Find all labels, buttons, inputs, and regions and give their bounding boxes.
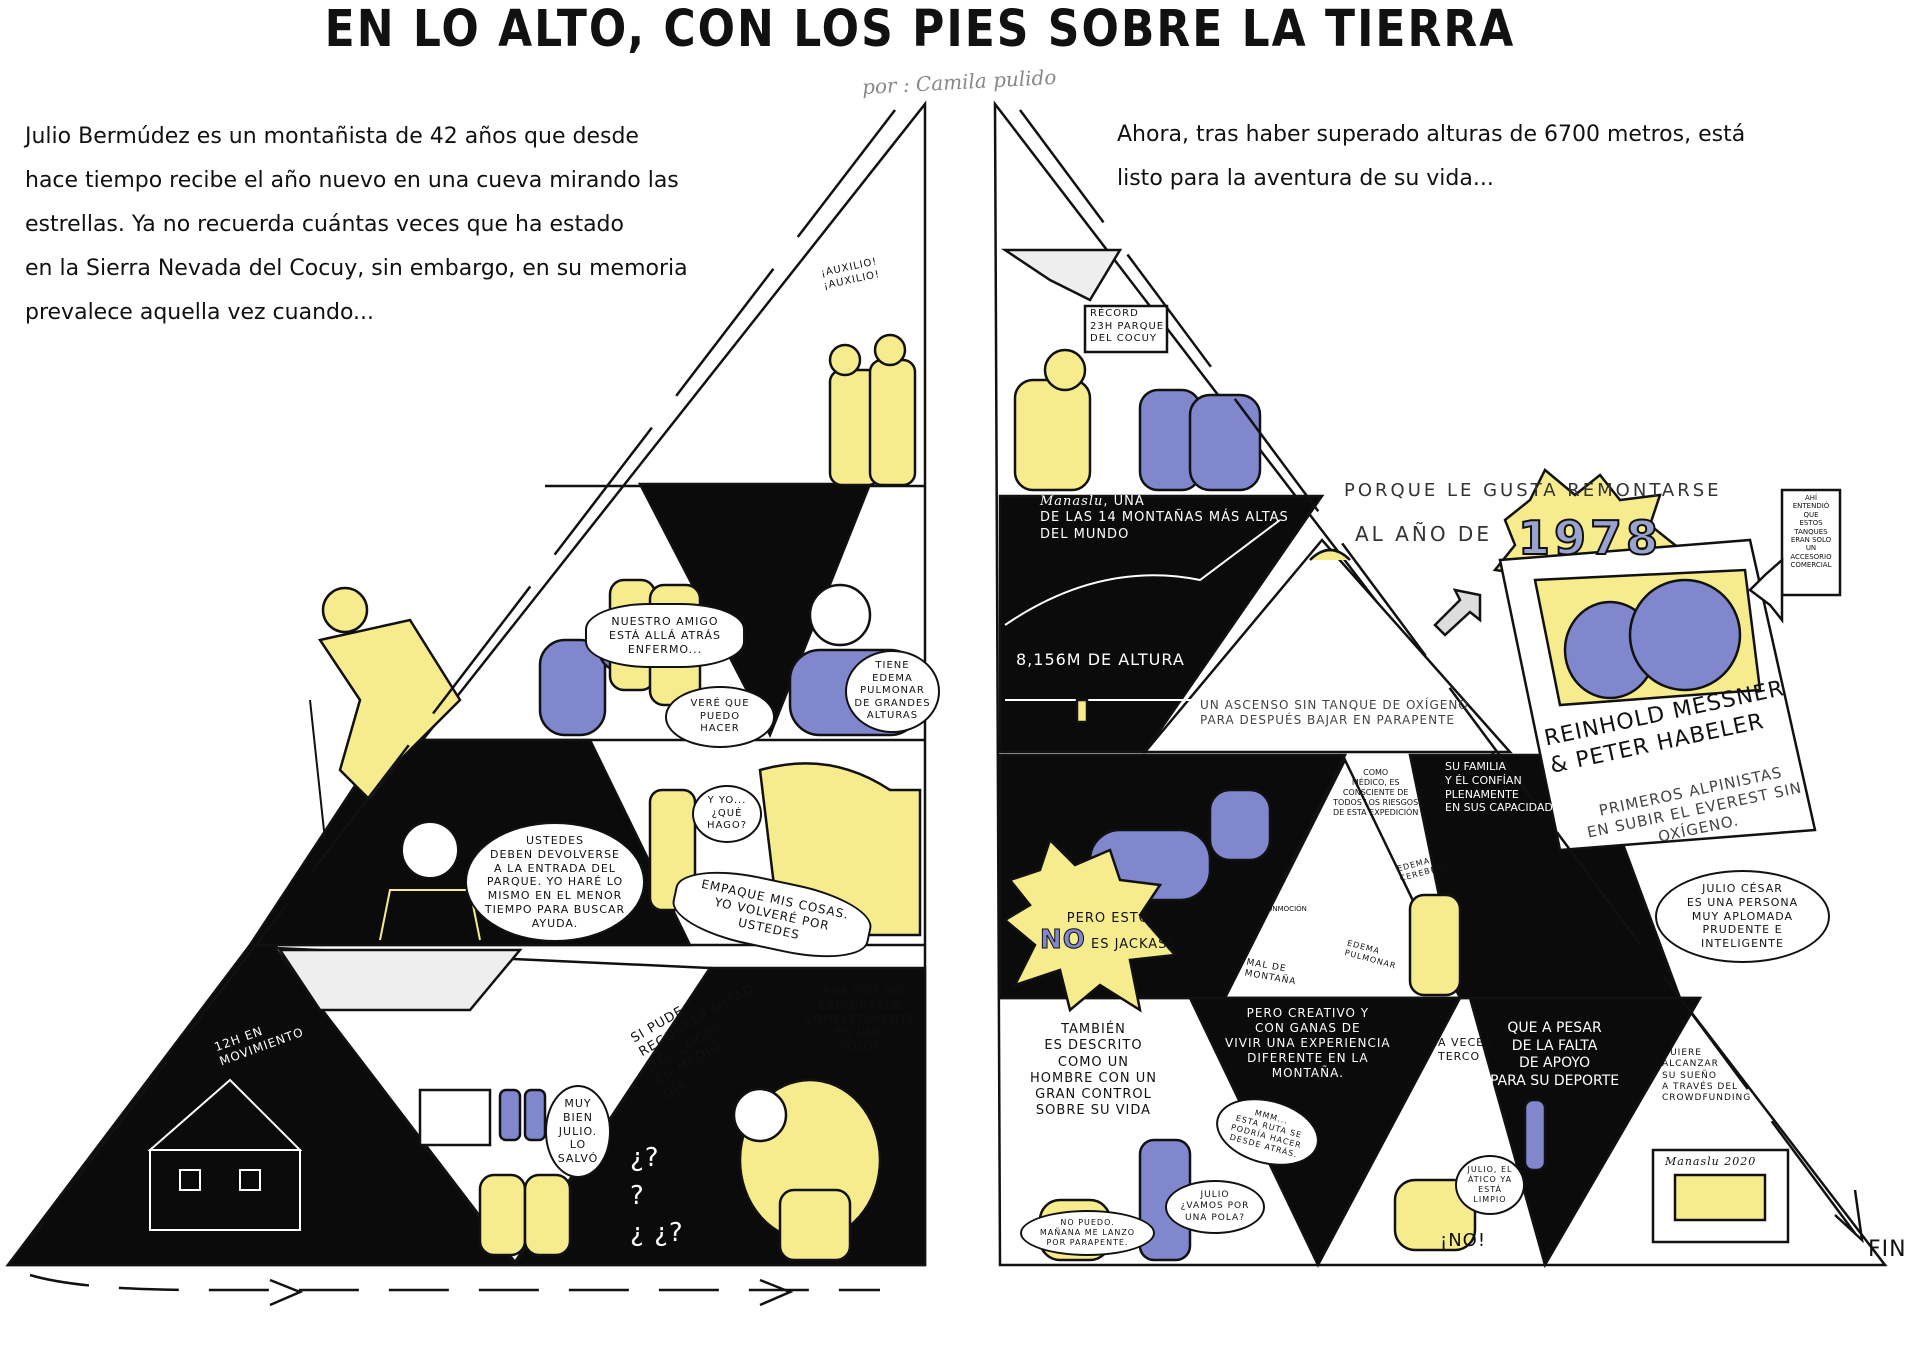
intro-left: Julio Bermúdez es un montañista de 42 añ… — [25, 124, 688, 325]
medico-caption: Como médico, es consciente de todos los … — [1333, 768, 1419, 817]
arrow-chevron-icon — [1834, 1189, 1864, 1244]
arrow-chevron-icon — [759, 1278, 794, 1307]
julio-cesar-bubble: Julio César es una persona muy aplomada … — [1655, 870, 1830, 963]
hikers-yellow — [828, 333, 917, 487]
manaslu-name: Manaslu — [1040, 494, 1104, 509]
record-sign: Récord 23h Parque del Cocuy — [1090, 308, 1165, 344]
jackass-text-1: Pero esto — [1066, 911, 1150, 926]
nuestro-amigo-bubble: Nuestro amigo está allá atrás enfermo... — [585, 603, 745, 669]
edema-bubble: Tiene edema pulmonar de grandes alturas — [845, 650, 940, 733]
tambien-caption: También es descrito como un hombre con u… — [1030, 1022, 1157, 1119]
tv-screen-label: Manaslu 2020 — [1665, 1155, 1757, 1168]
intro-right: Ahora, tras haber superado alturas de 67… — [1117, 122, 1746, 191]
rescuers — [418, 1088, 572, 1257]
path-arrow-line — [29, 1273, 880, 1292]
ascenso-caption: Un ascenso sin tanque de oxígeno para de… — [1200, 698, 1469, 727]
path-line — [1018, 109, 1862, 1241]
callout-arrow — [1748, 557, 1784, 624]
climber-yellow-right — [1013, 348, 1477, 1262]
porque-caption: Porque le gusta remontarse — [1344, 480, 1722, 501]
conmocion-label: Conmoción — [1262, 905, 1307, 913]
no-puedo-bubble: No puedo. Mañana me lanzo por parapente. — [1020, 1210, 1155, 1256]
tanks-note: Ahí entendió que estos tanques eran solo… — [1790, 494, 1832, 570]
fin-label: FIN — [1868, 1237, 1907, 1262]
photo-card — [1498, 538, 1817, 852]
jackass-text-2: es Jackass — [1091, 937, 1177, 953]
sign-board — [1083, 304, 1169, 354]
por-que-thought: ¿Por qué no explorarlo completamente en … — [805, 985, 916, 1053]
climber-yellow — [309, 586, 462, 841]
manaslu-text: , una de las 14 montañas más altas del m… — [1040, 494, 1289, 542]
jackass-burst — [1002, 837, 1178, 1013]
stars-strip — [277, 948, 523, 1012]
mountain-sketch — [1000, 248, 1123, 302]
quiere-caption: Quiere alcanzar su sueño a través del cr… — [1662, 1048, 1752, 1103]
apoyo-caption: Que a pesar de la falta de apoyo para su… — [1490, 1020, 1620, 1089]
page-title: EN LO ALTO, CON LOS PIES SOBRE LA TIERRA — [324, 0, 1516, 59]
mountain-ridge — [1004, 519, 1281, 701]
pola-bubble: Julio ¿Vamos por una pola? — [1165, 1180, 1265, 1234]
al-ano-caption: al año de — [1355, 522, 1492, 546]
muy-bien-bubble: Muy bien Julio. Lo salvó — [545, 1085, 611, 1178]
terco-caption: A veces terco — [1438, 1036, 1493, 1063]
right-pyramid — [993, 100, 1888, 1269]
altura-caption: 8,156m de altura — [1016, 650, 1185, 669]
familia-caption: Su familia y él confían plenamente en su… — [1445, 760, 1567, 815]
house-drawing — [147, 1078, 303, 1231]
manaslu-caption: Manaslu, una de las 14 montañas más alta… — [1040, 494, 1289, 543]
creativo-caption: Pero creativo y con ganas de vivir una e… — [1225, 1006, 1391, 1080]
y-yo-bubble: Y yo... ¿Qué hago? — [692, 785, 762, 843]
atico-bubble: Julio, el ático ya está limpio — [1455, 1155, 1525, 1215]
tanks-note-box — [1780, 488, 1842, 597]
jackass-no: NO — [1040, 925, 1086, 956]
arrow-chevron-icon — [269, 1278, 304, 1307]
path-line — [29, 109, 896, 1241]
vere-bubble: Veré que puedo hacer — [665, 686, 775, 748]
no-exclamation: ¡NO! — [1440, 1230, 1487, 1251]
tv-inner — [1673, 1173, 1767, 1222]
hatched-arrow-icon — [1433, 588, 1482, 637]
crowd-blue — [1088, 388, 1547, 1262]
panel-black-support — [1468, 996, 1703, 1269]
left-pyramid — [5, 100, 927, 1307]
leader-figure — [379, 821, 481, 941]
ustedes-bubble: Ustedes deben devolverse a la entrada de… — [465, 822, 645, 943]
year-label: 1978 — [1517, 510, 1663, 566]
question-marks: ¿? ? ¿ ¿? — [630, 1143, 684, 1249]
jackass-burst-text: Pero estoNO es Jackass — [1040, 911, 1177, 956]
thinker-yellow — [732, 1078, 882, 1262]
